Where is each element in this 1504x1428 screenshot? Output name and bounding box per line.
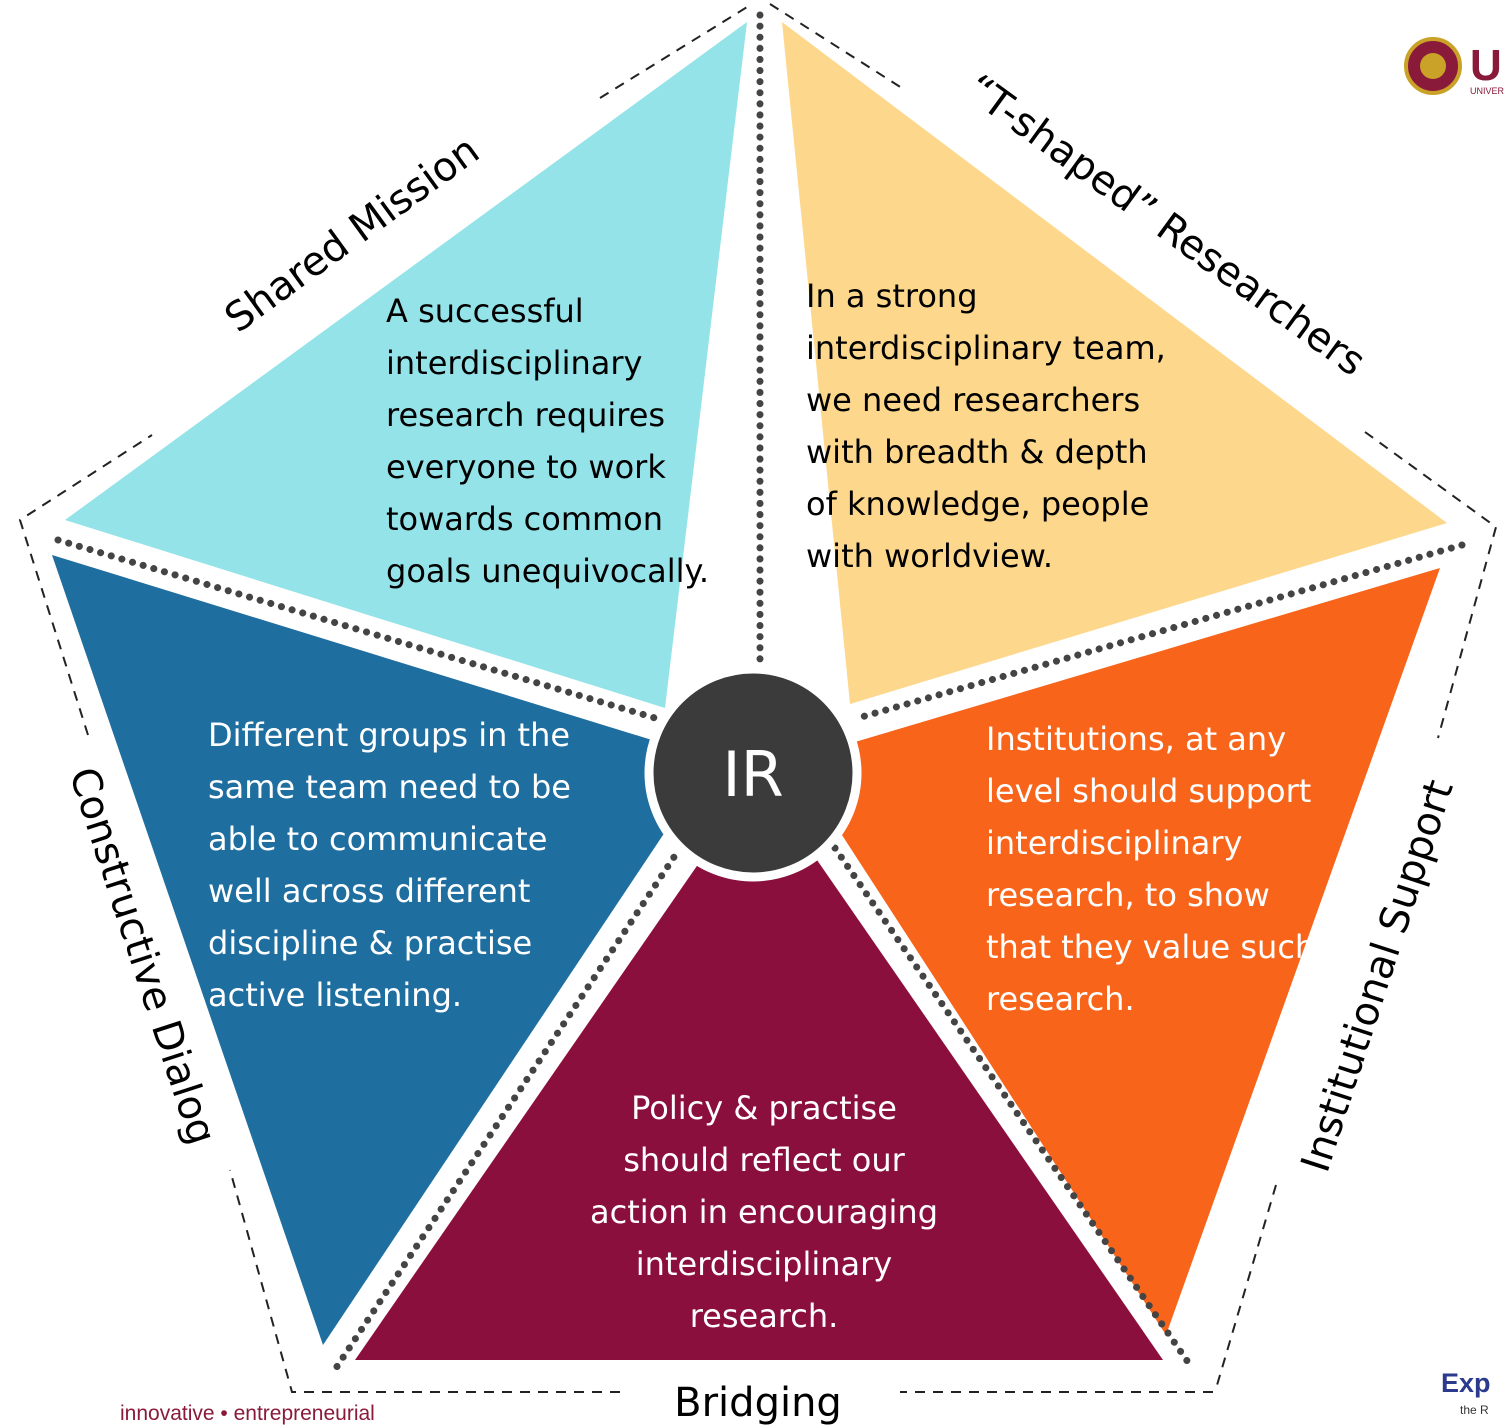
constructive-dialog-body-line: well across different	[208, 872, 530, 910]
center-label: IR	[722, 738, 783, 811]
logo-wordmark: U	[1470, 41, 1502, 90]
institutional-support-body-line: that they value such	[986, 928, 1315, 966]
logo-seal-inner-icon	[1420, 53, 1446, 79]
shared-mission-body-line: towards common	[386, 500, 663, 538]
constructive-dialog-body-line: active listening.	[208, 976, 462, 1014]
institutional-support-body-line: research, to show	[986, 876, 1270, 914]
institutional-support-body-line: research.	[986, 980, 1135, 1018]
institutional-support-body-line: Institutions, at any	[986, 720, 1286, 758]
footer-tagline: innovative • entrepreneurial	[120, 1402, 375, 1425]
bridging-body-line: Policy & practise	[631, 1089, 897, 1127]
segment-constructive-dialog	[52, 555, 665, 1345]
t-shaped-researchers-body-line: with breadth & depth	[806, 433, 1148, 471]
corner-brand-subtext: the R	[1460, 1403, 1489, 1417]
institutional-support-body-line: level should support	[986, 772, 1311, 810]
segment-t-shaped-researchers	[782, 22, 1447, 704]
institutional-support-body-line: interdisciplinary	[986, 824, 1242, 862]
t-shaped-researchers-body-line: of knowledge, people	[806, 485, 1149, 523]
constructive-dialog-body: Different groups in the same team need to…	[208, 716, 571, 1014]
t-shaped-researchers-body: In a strong interdisciplinary team, we nee…	[806, 277, 1166, 575]
constructive-dialog-body-line: Different groups in the	[208, 716, 570, 754]
bridging-body-line: interdisciplinary	[636, 1245, 892, 1283]
bridging-body: Policy & practise should reflect our actio…	[590, 1089, 938, 1335]
constructive-dialog-body-line: able to communicate	[208, 820, 547, 858]
shared-mission-body-line: goals unequivocally.	[386, 552, 709, 590]
constructive-dialog-body-line: discipline & practise	[208, 924, 532, 962]
segment-shared-mission	[65, 22, 747, 708]
dotted-separators	[54, 11, 1466, 1372]
logo-subtext: UNIVER	[1470, 86, 1504, 96]
segment-bridging	[355, 847, 1163, 1360]
shared-mission-body-line: interdisciplinary	[386, 344, 642, 382]
shared-mission-body-line: A successful	[386, 292, 584, 330]
shared-mission-body: A successful interdisciplinary research re…	[386, 292, 709, 590]
institutional-support-body: Institutions, at any level should support…	[986, 720, 1315, 1018]
bridging-body-line: research.	[690, 1297, 839, 1335]
outer-dashed-outline	[18, 3, 1498, 1393]
bridging-body-line: should reflect our	[623, 1141, 905, 1179]
center-circle	[644, 664, 862, 882]
t-shaped-researchers-body-line: In a strong	[806, 277, 978, 315]
bridging-title: Bridging	[674, 1380, 842, 1426]
constructive-dialog-body-line: same team need to be	[208, 768, 571, 806]
university-logo: U UNIVER	[1404, 37, 1504, 96]
corner-brand-text: Exp	[1441, 1368, 1491, 1398]
shared-mission-body-line: everyone to work	[386, 448, 666, 486]
t-shaped-researchers-body-line: with worldview.	[806, 537, 1053, 575]
t-shaped-researchers-body-line: we need researchers	[806, 381, 1140, 419]
t-shaped-researchers-body-line: interdisciplinary team,	[806, 329, 1166, 367]
segment-institutional-support	[840, 568, 1440, 1335]
shared-mission-body-line: research requires	[386, 396, 665, 434]
bridging-body-line: action in encouraging	[590, 1193, 938, 1231]
